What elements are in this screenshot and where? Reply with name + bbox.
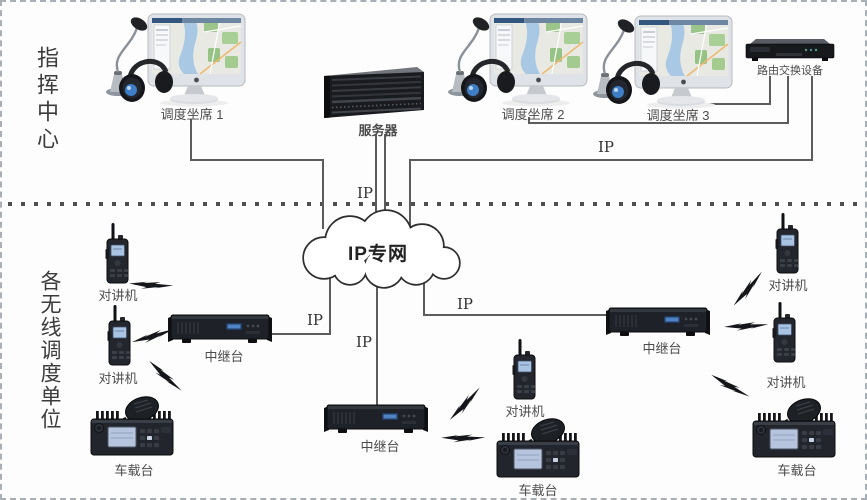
repeater-icon-middle [324, 400, 428, 436]
mobile-radio-label-left: 车载台 [114, 463, 154, 478]
repeater-label-left: 中继台 [204, 349, 244, 364]
router-label: 路由交换设备 [757, 65, 823, 77]
workstation-icon-seat-1 [100, 12, 250, 108]
mobile-radio-label-middle: 车载台 [518, 483, 558, 498]
handheld-radio-label-middle: 对讲机 [505, 404, 545, 419]
connection-line [787, 76, 789, 124]
connection-line [329, 274, 331, 335]
connection-line [384, 134, 386, 229]
handheld-radio-icon-right-1 [774, 213, 802, 275]
server-icon [320, 64, 432, 120]
ip-label-router-link: IP [597, 138, 615, 156]
handheld-radio-label-left-2: 对讲机 [98, 371, 138, 386]
lightning-bolt-icon-right-3 [710, 364, 749, 408]
lightning-bolt-icon-right-1 [726, 271, 771, 306]
connection-line [423, 314, 608, 316]
section-label-field-units: 各无线调度单位 [38, 270, 61, 431]
connection-line [376, 274, 378, 405]
connection-line [528, 117, 530, 124]
connection-line [423, 274, 425, 316]
handheld-radio-label-right-2: 对讲机 [766, 375, 806, 390]
handheld-radio-label-left-1: 对讲机 [98, 288, 138, 303]
workstation-icon-seat-2 [442, 12, 592, 108]
handheld-radio-icon-left-2 [106, 305, 134, 367]
server-label: 服务器 [358, 123, 398, 138]
repeater-label-middle: 中继台 [360, 439, 400, 454]
mobile-radio-icon-right [750, 398, 838, 462]
lightning-bolt-icon-middle-1 [443, 387, 488, 421]
mobile-radio-label-right: 车载台 [777, 463, 817, 478]
lightning-bolt-icon-left-2 [132, 323, 174, 348]
handheld-radio-icon-left-1 [104, 223, 132, 285]
mobile-radio-icon-left [88, 396, 176, 460]
router-switch-icon [744, 38, 836, 62]
dispatch-seat-3-label: 调度坐席 3 [646, 108, 710, 123]
handheld-radio-label-right-1: 对讲机 [768, 278, 808, 293]
connection-line [678, 103, 771, 105]
repeater-icon-right [606, 303, 710, 339]
mobile-radio-icon-middle [494, 418, 582, 482]
connection-line [271, 333, 331, 335]
dispatch-seat-1-label: 调度坐席 1 [160, 107, 224, 122]
connection-line [769, 76, 771, 105]
connection-line [190, 119, 192, 160]
connection-line [375, 134, 377, 229]
handheld-radio-icon-middle [511, 339, 539, 401]
section-divider [8, 202, 859, 206]
lightning-bolt-icon-left-3 [148, 354, 182, 399]
ip-network-cloud-label: IP专网 [348, 244, 408, 265]
ip-label-server-link: IP [356, 184, 374, 202]
repeater-icon-left [168, 310, 272, 346]
ip-label-middle-link: IP [355, 333, 373, 351]
handheld-radio-icon-right-2 [771, 302, 799, 364]
connection-line [322, 159, 324, 229]
dispatch-seat-2-label: 调度坐席 2 [501, 107, 565, 122]
ip-label-right-link: IP [456, 295, 474, 313]
connection-line [190, 159, 324, 161]
connection-line [528, 122, 789, 124]
ip-label-left-link: IP [306, 311, 324, 329]
lightning-bolt-icon-right-2 [724, 309, 769, 343]
workstation-icon-seat-3 [587, 14, 737, 110]
connection-line [409, 159, 411, 229]
repeater-label-right: 中继台 [642, 341, 682, 356]
lightning-bolt-icon-middle-2 [441, 420, 486, 455]
connection-line [409, 159, 813, 161]
connection-line [811, 76, 813, 161]
section-label-command-center: 指挥中心 [34, 46, 59, 154]
